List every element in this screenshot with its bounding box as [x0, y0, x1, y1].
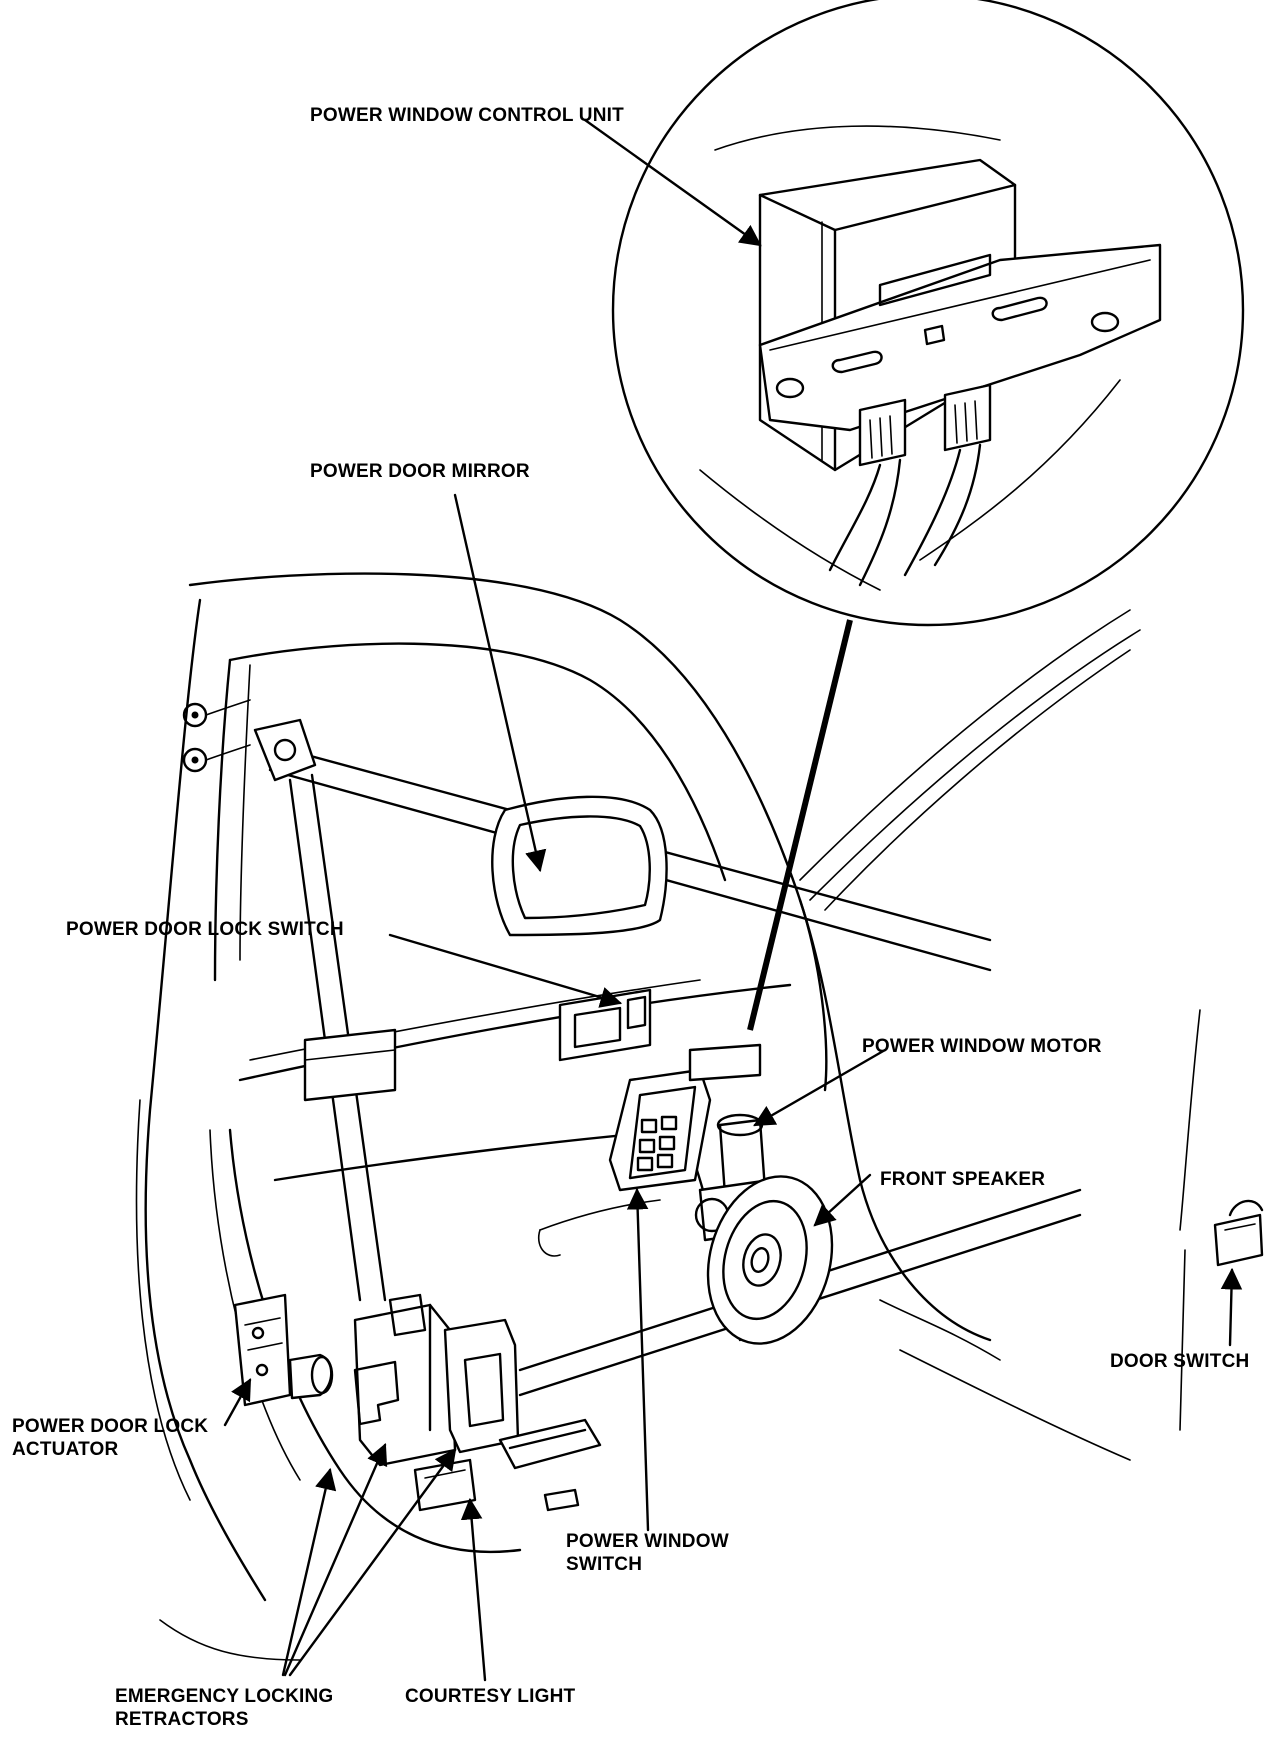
label-power-window-control-unit: POWER WINDOW CONTROL UNIT — [310, 105, 624, 126]
mirror-mount-bolts — [182, 699, 251, 773]
label-front-speaker: FRONT SPEAKER — [880, 1169, 1046, 1190]
inset-leader-line — [747, 619, 853, 1031]
label-power-door-lock-actuator: POWER DOOR LOCK ACTUATOR — [12, 1416, 209, 1460]
power-door-lock-actuator — [233, 1293, 334, 1407]
label-power-window-motor: POWER WINDOW MOTOR — [862, 1036, 1102, 1057]
label-emergency-locking-retractors: EMERGENCY LOCKING RETRACTORS — [115, 1686, 334, 1730]
label-courtesy-light: COURTESY LIGHT — [405, 1686, 576, 1707]
emergency-locking-retractors — [353, 1293, 520, 1467]
seat-belt — [253, 718, 1082, 1397]
belt-lower-anchor — [498, 1418, 602, 1512]
label-power-window-switch: POWER WINDOW SWITCH — [566, 1531, 729, 1575]
power-door-mirror — [491, 795, 668, 937]
label-power-door-mirror: POWER DOOR MIRROR — [310, 461, 530, 482]
vehicle-body-lines — [798, 609, 1201, 1461]
label-power-door-lock-switch: POWER DOOR LOCK SWITCH — [66, 919, 344, 940]
door-frame — [135, 572, 828, 1661]
door-switch — [1213, 1199, 1264, 1267]
power-door-lock-switch — [558, 988, 652, 1062]
power-window-switch — [608, 1068, 712, 1192]
front-speaker — [706, 1175, 834, 1345]
courtesy-light — [413, 1458, 477, 1512]
control-unit-inset — [611, 0, 1245, 627]
leader-lines — [223, 118, 1243, 1682]
label-door-switch: DOOR SWITCH — [1110, 1351, 1250, 1372]
